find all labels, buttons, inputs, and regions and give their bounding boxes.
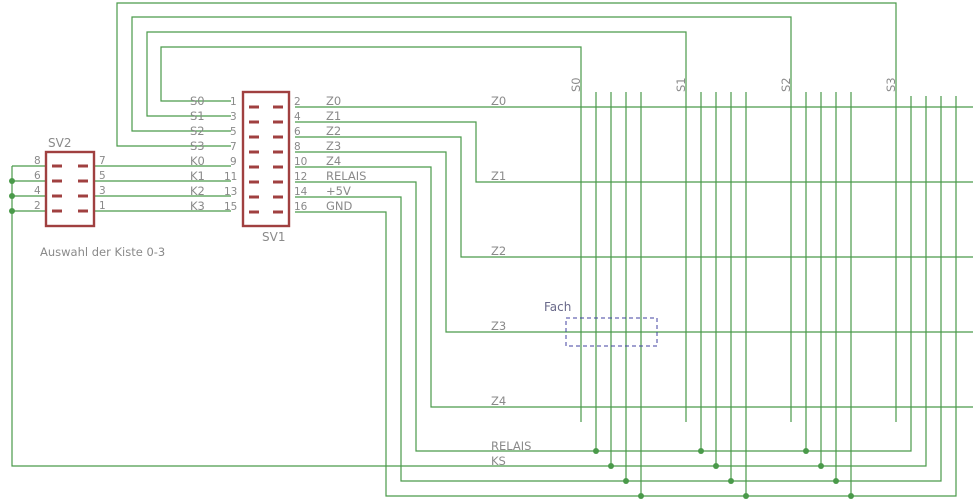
sv1-net-k3: K3: [190, 199, 205, 213]
wire-ks: [11, 96, 927, 467]
sv1-pin-7: 7: [230, 141, 237, 153]
sv1-pin-1: 1: [230, 96, 237, 108]
sv1-pin-12: 12: [294, 171, 307, 183]
sv1-net-k2: K2: [190, 184, 205, 198]
sv1-pin-15: 15: [224, 201, 237, 213]
column-labels: S0 S1 S2 S3: [569, 77, 898, 92]
sv1-net-z2: Z2: [326, 124, 341, 138]
wires: [11, 2, 973, 497]
wire-s0: [160, 46, 582, 422]
wire-z4: [295, 166, 973, 408]
row-label-z1: Z1: [491, 169, 506, 183]
fach-label: Fach: [544, 300, 571, 314]
sv2-pin-5: 5: [99, 170, 106, 182]
sv1-pin-13: 13: [224, 186, 237, 198]
column-label-s2: S2: [779, 77, 793, 92]
sv1-pin-8: 8: [294, 141, 301, 153]
row-label-z3: Z3: [491, 319, 506, 333]
column-group-s1: [700, 92, 747, 496]
sv1-net-s1: S1: [190, 109, 205, 123]
bus-label-ks: KS: [491, 454, 506, 468]
sv1-net-relais: RELAIS: [326, 169, 367, 183]
wire-gnd: [295, 96, 957, 497]
sv1-pin-marks: [249, 105, 283, 214]
sv1-net-s3: S3: [190, 139, 205, 153]
wire-5v: [295, 96, 942, 482]
sv1-pin-5: 5: [230, 126, 237, 138]
wire-relais: [295, 96, 912, 452]
row-label-z0: Z0: [491, 94, 506, 108]
sv1-pin-9: 9: [230, 156, 237, 168]
column-group-s2: [805, 92, 852, 496]
sv1-net-k1: K1: [190, 169, 205, 183]
column-label-s3: S3: [884, 77, 898, 92]
sv1-net-z0: Z0: [326, 94, 341, 108]
wire-z3: [295, 151, 973, 333]
sv2-pin-marks: [52, 164, 88, 213]
junctions: [9, 178, 854, 499]
fach-box: Fach: [544, 300, 658, 347]
sv2-caption: Auswahl der Kiste 0-3: [40, 245, 165, 259]
sv1-pin-4: 4: [294, 111, 301, 123]
wire-s2: [131, 16, 792, 422]
sv1-pin-14: 14: [294, 186, 308, 198]
wire-z2: [295, 136, 973, 258]
sv1-pin-16: 16: [294, 201, 308, 213]
sv1-name: SV1: [262, 230, 285, 244]
sv2-name: SV2: [48, 136, 71, 150]
column-group-s0: [595, 92, 642, 496]
sv2-pin-8: 8: [34, 155, 41, 167]
sv2-pin-6: 6: [34, 170, 41, 182]
sv2-pin-4: 4: [34, 185, 41, 197]
row-labels: Z0 Z1 Z2 Z3 Z4 RELAIS KS: [491, 94, 532, 468]
sv1-net-z4: Z4: [326, 154, 341, 168]
sv1-net-z3: Z3: [326, 139, 341, 153]
sv1-pin-3: 3: [230, 111, 237, 123]
sv1-net-s2: S2: [190, 124, 205, 138]
wire-z1: [295, 121, 973, 183]
column-label-s1: S1: [674, 77, 688, 92]
sv2-pin-2: 2: [34, 200, 41, 212]
sv1-connector: SV1 S0 S1 S2 S3 K0 K1 K2 K3 1 3 5 7 9 11…: [190, 90, 367, 244]
sv2-pin-7: 7: [99, 155, 106, 167]
sv1-net-gnd: GND: [326, 199, 353, 213]
row-label-z4: Z4: [491, 394, 506, 408]
row-label-z2: Z2: [491, 244, 506, 258]
sv1-pin-11: 11: [224, 171, 237, 183]
sv1-net-z1: Z1: [326, 109, 341, 123]
bus-label-relais: RELAIS: [491, 439, 532, 453]
wire-s3: [116, 2, 897, 422]
sv2-connector: SV2 8 6 4 2 7 5 3 1 Auswahl der Kiste 0-…: [34, 136, 165, 259]
sv1-pin-10: 10: [294, 156, 307, 168]
sv2-pin-3: 3: [99, 185, 106, 197]
sv1-net-s0: S0: [190, 94, 205, 108]
sv1-net-5v: +5V: [326, 184, 351, 198]
sv2-pin-1: 1: [99, 200, 106, 212]
column-label-s0: S0: [569, 77, 583, 92]
wire-s1: [146, 31, 687, 422]
sv1-net-k0: K0: [190, 154, 205, 168]
sv1-pin-2: 2: [294, 96, 301, 108]
sv1-pin-6: 6: [294, 126, 301, 138]
